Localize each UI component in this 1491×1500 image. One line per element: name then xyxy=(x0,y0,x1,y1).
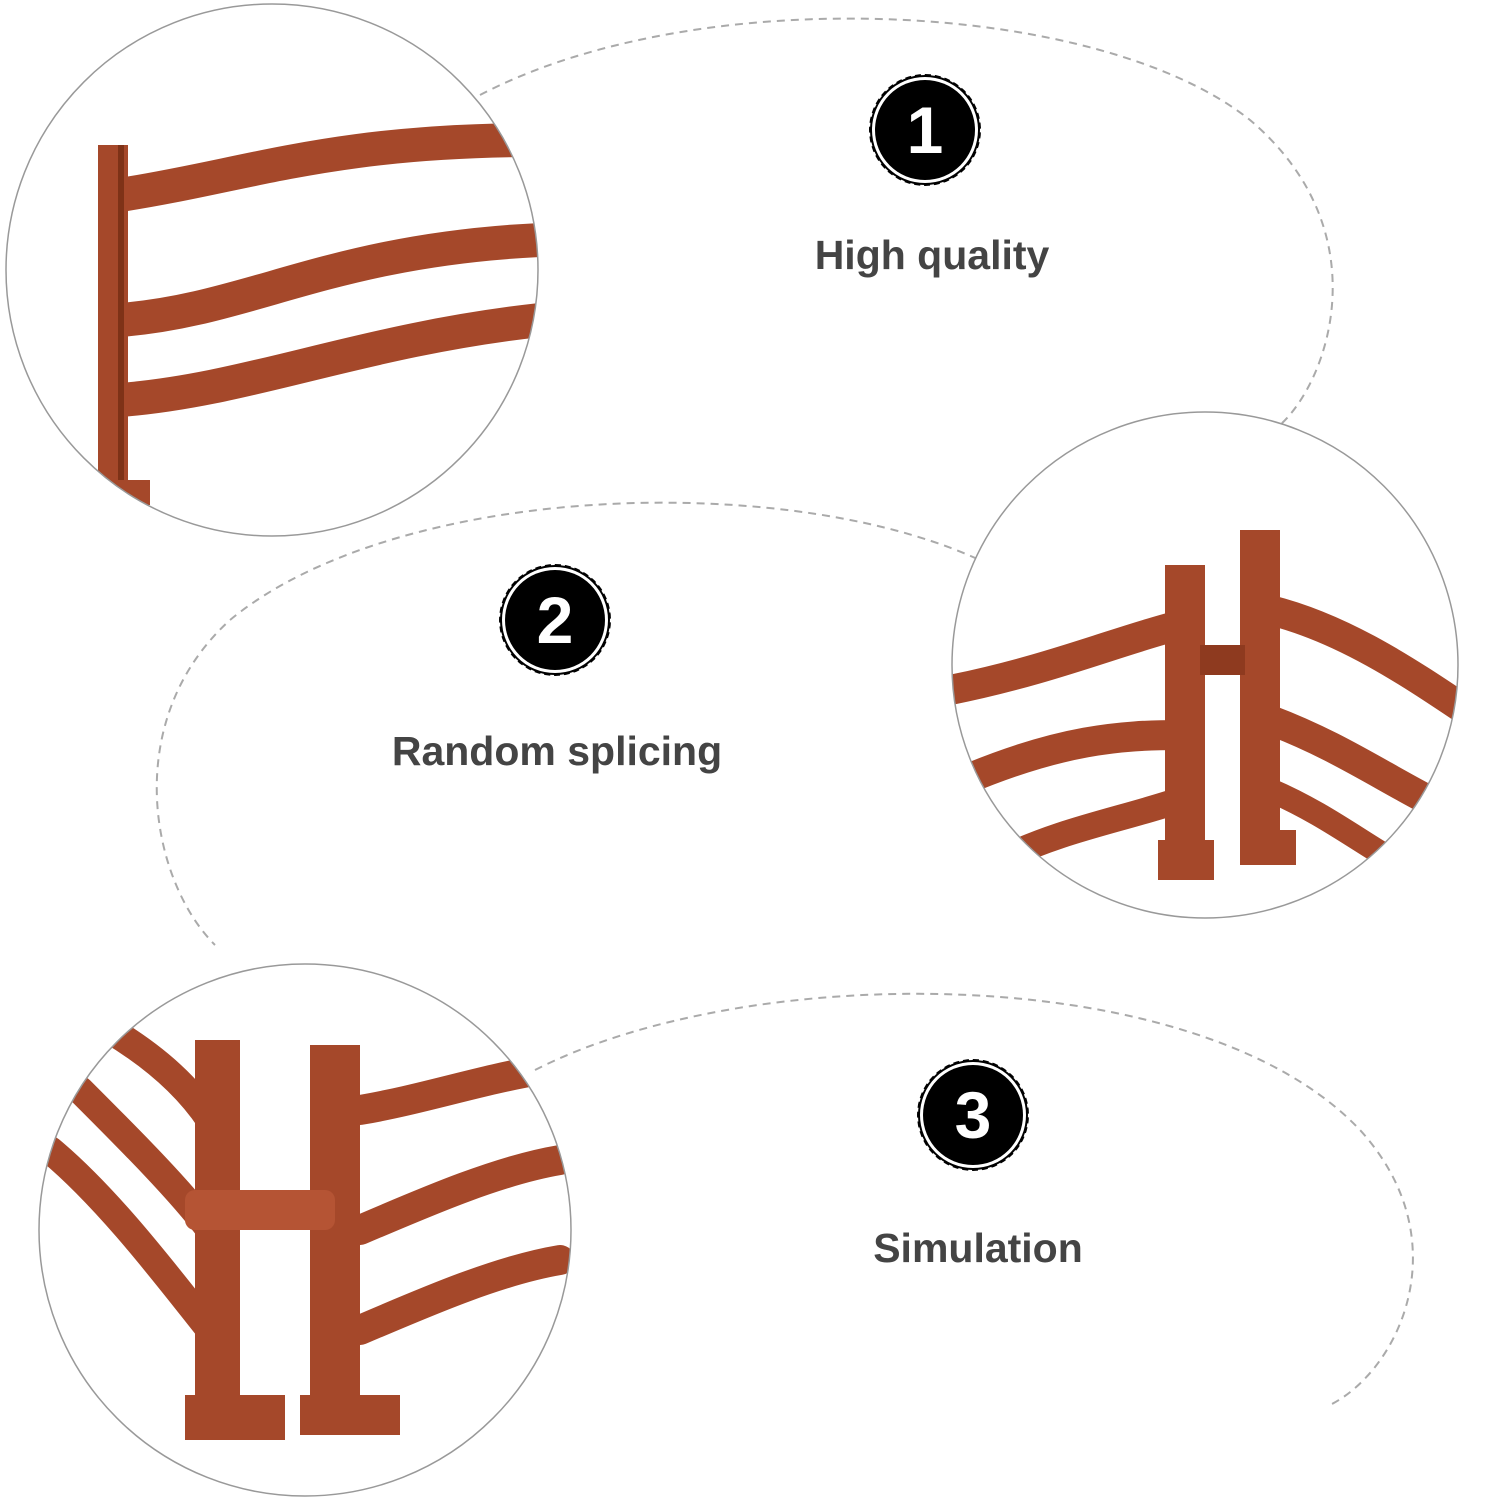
feature-label-simulation: Simulation xyxy=(873,1225,1083,1271)
dashed-arc-3 xyxy=(534,992,1414,1406)
number-badge-2: 2 xyxy=(499,564,611,676)
badge-number: 2 xyxy=(536,583,574,657)
badge-number: 1 xyxy=(906,93,944,167)
fence-photo-1 xyxy=(6,4,538,536)
feature-label-high-quality: High quality xyxy=(814,232,1050,278)
badge-number: 3 xyxy=(954,1078,992,1152)
number-badge-3: 3 xyxy=(917,1059,1029,1171)
dashed-arc-2 xyxy=(155,501,991,946)
dashed-arc-1 xyxy=(479,17,1334,426)
fence-photo-2 xyxy=(952,412,1458,918)
feature-label-random-splicing: Random splicing xyxy=(391,728,723,774)
number-badge-1: 1 xyxy=(869,74,981,186)
fence-photo-3 xyxy=(39,964,571,1496)
